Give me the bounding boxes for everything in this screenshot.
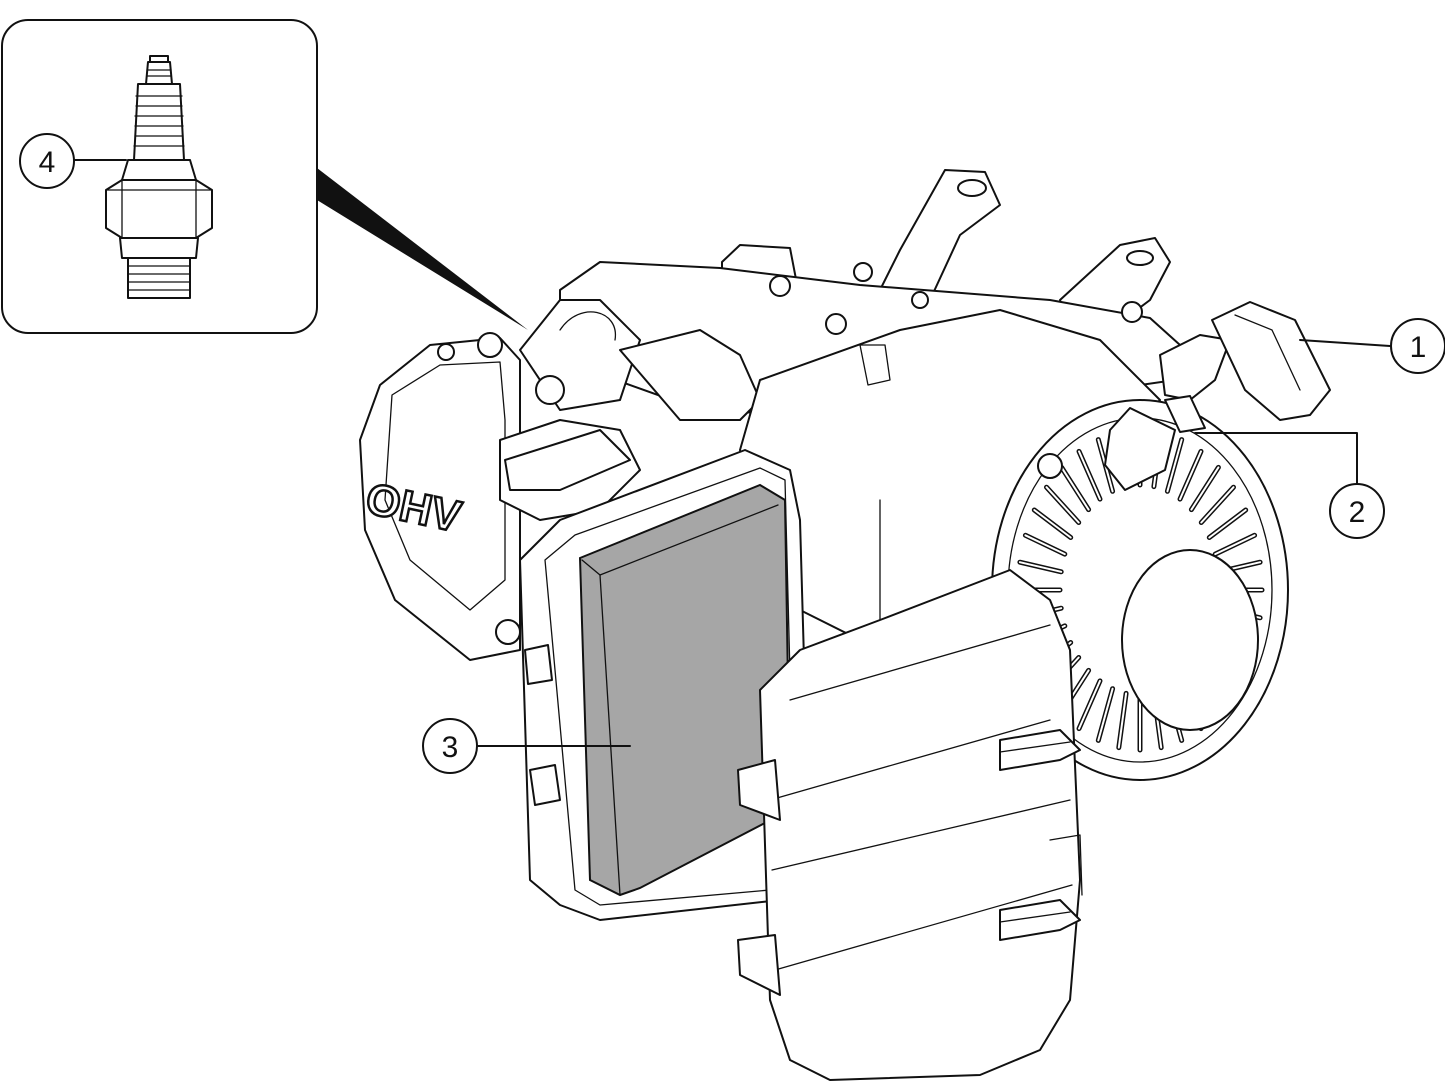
spark-plug-inset: 4 xyxy=(1,19,528,334)
callout-number-4: 4 xyxy=(39,146,56,179)
starter-vent-slot-inner xyxy=(1214,534,1256,556)
callout-circle-2 xyxy=(1329,483,1385,539)
starter-vent-slot-inner xyxy=(1200,486,1235,524)
callout-number-3: 3 xyxy=(442,731,459,764)
spark-plug-illustration xyxy=(105,55,213,299)
starter-vent-slot-inner xyxy=(1097,687,1114,742)
callout-circle-3 xyxy=(422,718,478,774)
callout-circle-4 xyxy=(19,133,75,189)
starter-vent-slot-inner xyxy=(1018,561,1063,573)
callout-1: 1 xyxy=(1299,318,1445,374)
muffler xyxy=(737,569,1083,1081)
starter-vent-slot-inner xyxy=(1024,534,1066,556)
callout-2: 2 xyxy=(1194,432,1385,539)
starter-vent-slot-inner xyxy=(1208,509,1247,539)
callout-number-1: 1 xyxy=(1410,331,1427,364)
air-filter xyxy=(504,429,811,921)
callout-leader-1 xyxy=(1299,339,1391,347)
starter-vent-slot-inner xyxy=(1179,450,1202,501)
starter-vent-slot-inner xyxy=(1190,466,1220,511)
callout-leader-2 xyxy=(1194,432,1358,485)
callout-3: 3 xyxy=(422,718,631,774)
starter-vent-slot-inner xyxy=(1166,438,1183,493)
starter-handle xyxy=(1159,301,1331,433)
bolt xyxy=(495,619,521,645)
starter-vent-slot-inner xyxy=(1060,466,1090,511)
callout-circle-1 xyxy=(1390,318,1445,374)
starter-vent-slot-inner xyxy=(1045,486,1080,524)
starter-vent-slot-inner xyxy=(1078,450,1101,501)
inset-pointer xyxy=(317,168,528,330)
starter-vent-slot-inner xyxy=(1033,509,1072,539)
cylinder-head-cover: OHV xyxy=(359,337,521,661)
callout-number-2: 2 xyxy=(1349,496,1366,529)
engine-illustration: OHV xyxy=(359,169,1331,1081)
starter-vent-slot-inner xyxy=(1078,679,1101,730)
starter-vent-slot-inner xyxy=(1117,692,1128,749)
air-filter-element xyxy=(578,483,792,897)
